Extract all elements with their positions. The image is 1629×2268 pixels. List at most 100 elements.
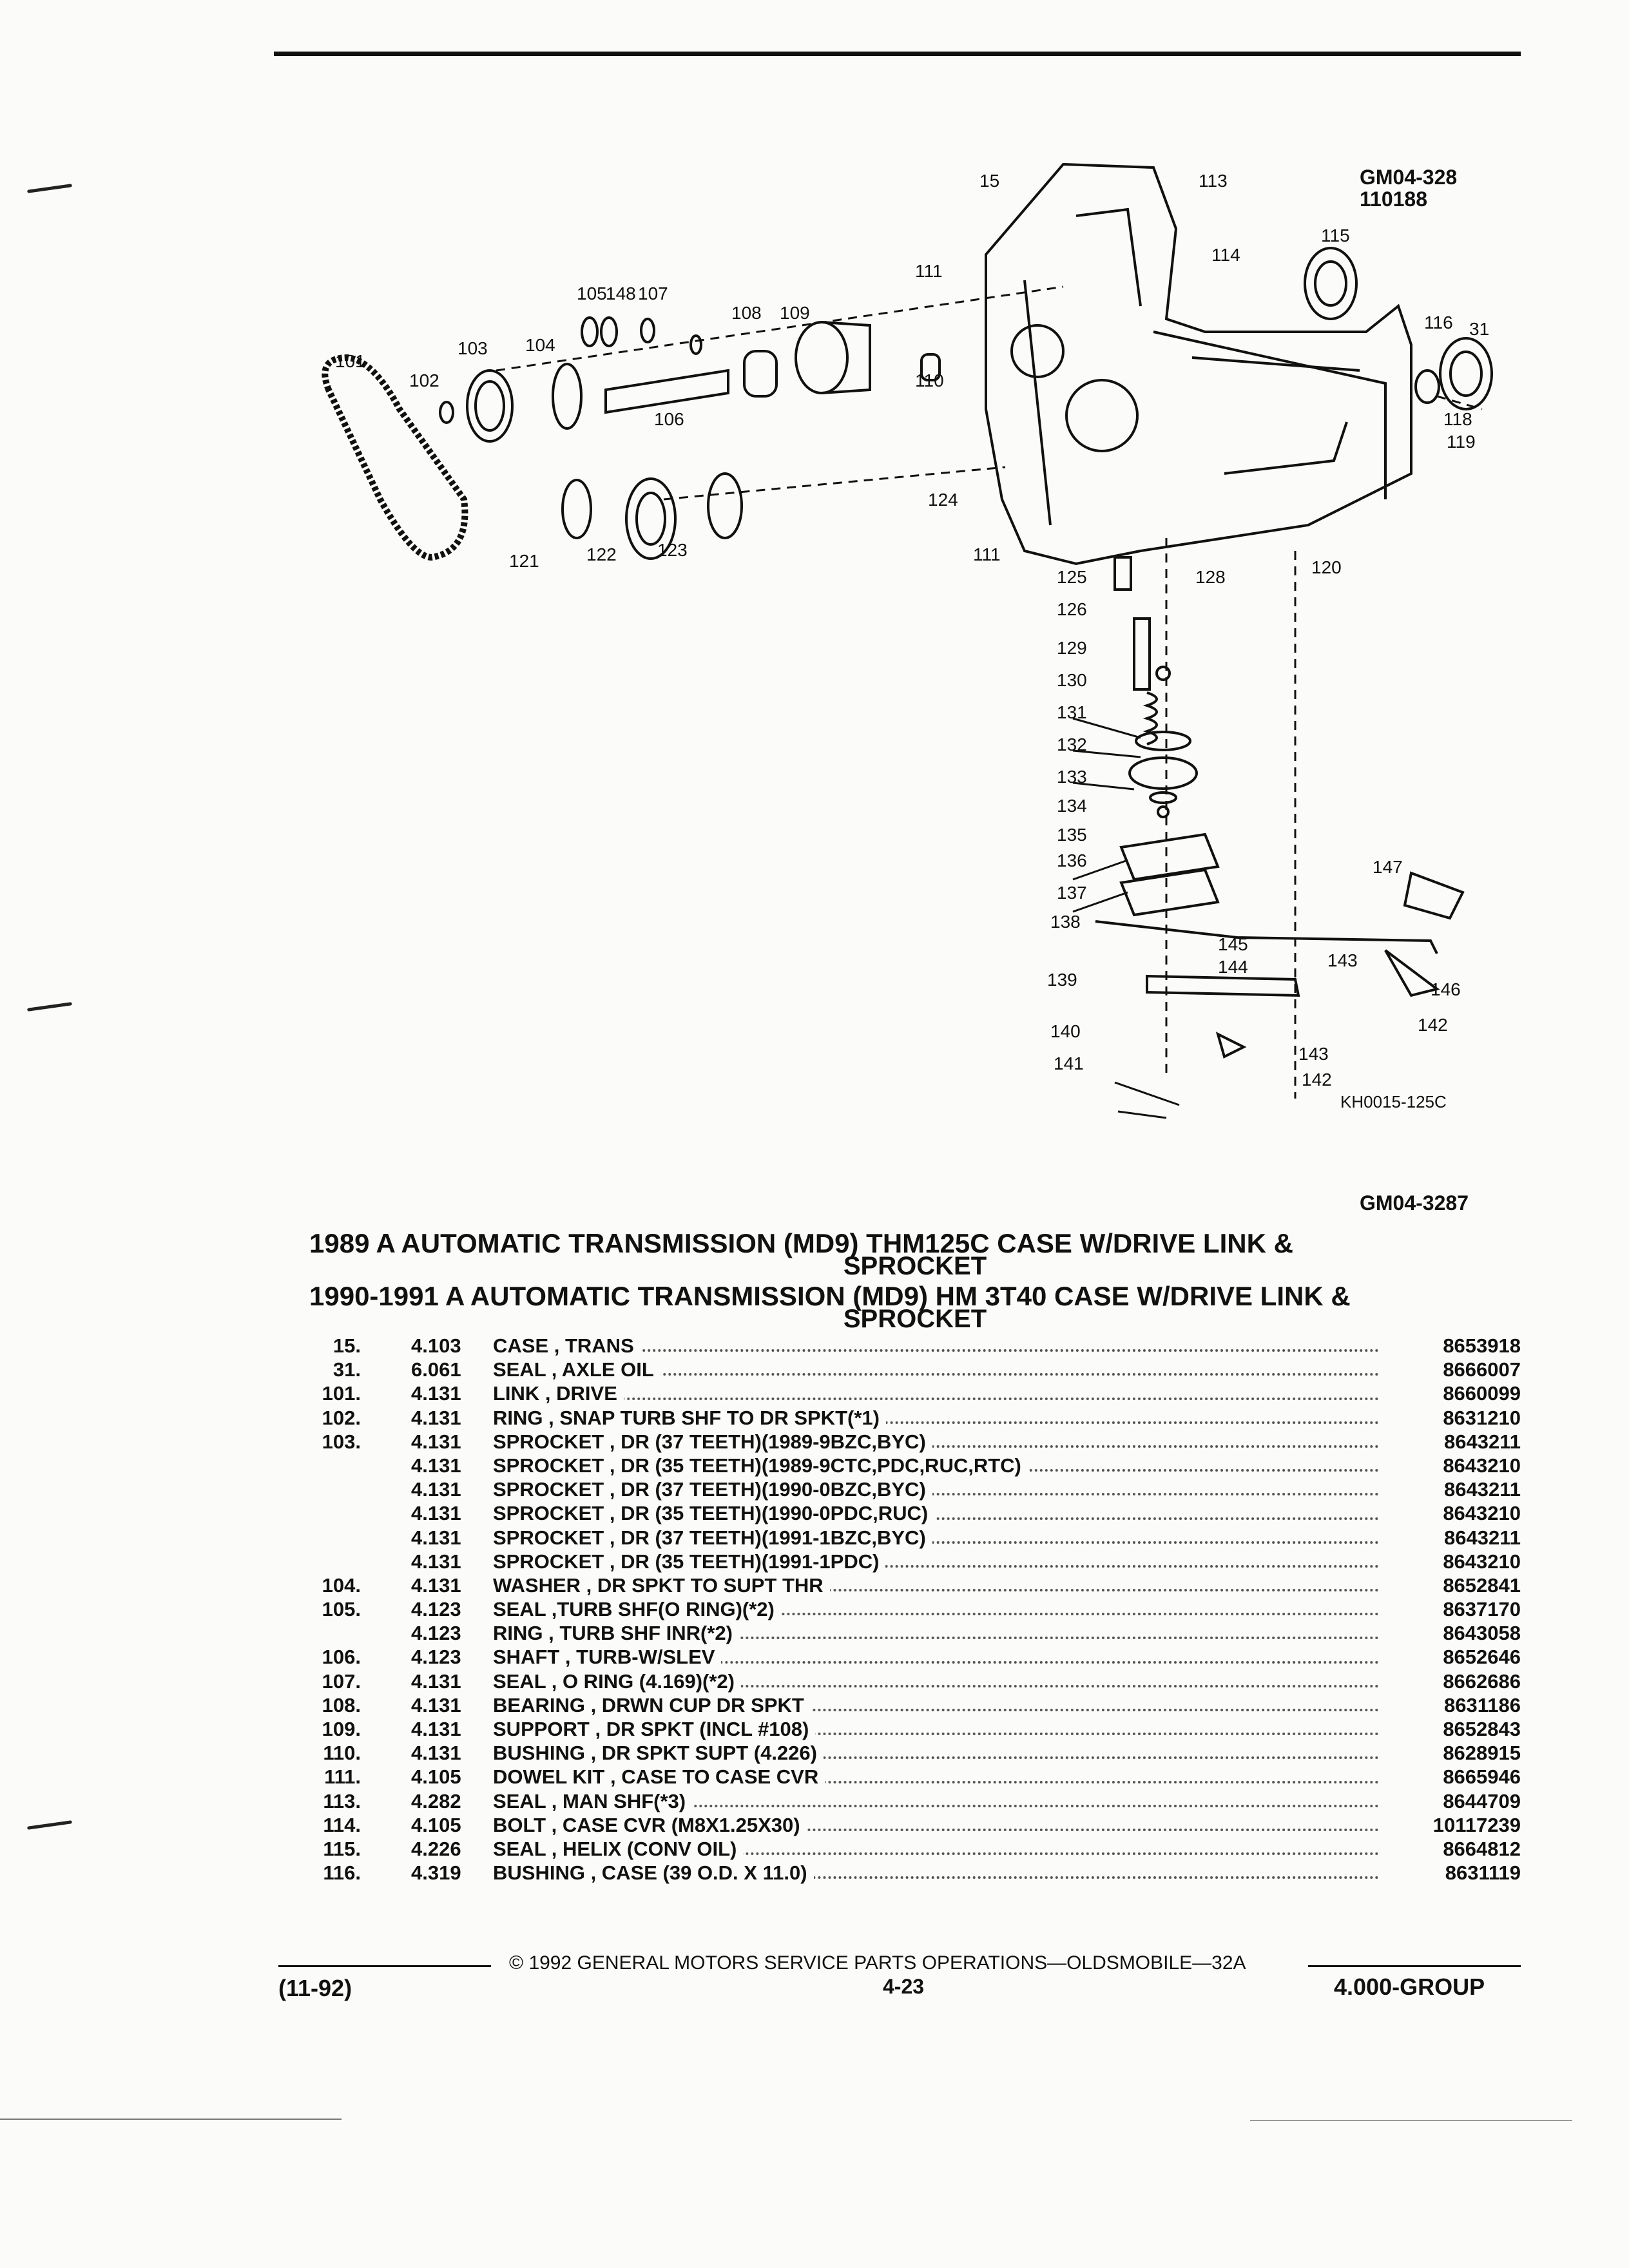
group-number: 4.131 xyxy=(411,1526,461,1549)
callout: 138 xyxy=(1050,912,1081,932)
callout: 121 xyxy=(509,551,539,571)
description-text: BUSHING , DR SPKT SUPT (4.226) xyxy=(493,1742,824,1765)
group-number: 4.131 xyxy=(411,1382,461,1405)
item-number: 104. xyxy=(322,1573,361,1597)
scan-rule xyxy=(1250,2120,1572,2121)
part-number: 8666007 xyxy=(1443,1358,1521,1381)
figure-id-bottom: GM04-3287 xyxy=(1360,1191,1469,1215)
callout: 135 xyxy=(1057,825,1087,845)
table-row: 4.131 SPROCKET , DR (35 TEETH)(1989-9CTC,… xyxy=(309,1454,1521,1477)
part-number: 8653918 xyxy=(1443,1334,1521,1357)
callout: 142 xyxy=(1302,1070,1332,1090)
callout: 142 xyxy=(1418,1015,1448,1035)
footer-rule-left xyxy=(278,1965,491,1967)
margin-mark xyxy=(26,1820,73,1830)
item-number: 102. xyxy=(322,1406,361,1429)
description-text: RING , SNAP TURB SHF TO DR SPKT(*1) xyxy=(493,1406,886,1429)
part-number: 8643211 xyxy=(1444,1478,1521,1501)
callout: 126 xyxy=(1057,599,1087,619)
top-rule xyxy=(274,52,1521,56)
group-number: 4.226 xyxy=(411,1837,461,1860)
item-number: 108. xyxy=(322,1693,361,1716)
title-line-sub: SPROCKET xyxy=(843,1252,987,1280)
case-housing xyxy=(985,162,1412,566)
group-number: 4.282 xyxy=(411,1789,461,1812)
callout: 129 xyxy=(1057,638,1087,658)
table-row: 102. 4.131 RING , SNAP TURB SHF TO DR SPKT… xyxy=(309,1406,1521,1430)
group-number: 4.131 xyxy=(411,1430,461,1453)
part-description: SHAFT , TURB-W/SLEV xyxy=(493,1645,1379,1669)
callout: 143 xyxy=(1327,950,1358,970)
margin-mark xyxy=(26,184,73,193)
part-number: 8665946 xyxy=(1443,1765,1521,1789)
callout: 145 xyxy=(1218,934,1248,954)
callout: 123 xyxy=(657,540,688,560)
item-number: 110. xyxy=(323,1742,361,1765)
callout: 108 xyxy=(731,303,762,323)
callout: 31 xyxy=(1469,319,1489,339)
group-number: 4.131 xyxy=(411,1573,461,1597)
item-number: 116. xyxy=(323,1861,361,1885)
part-description: RING , SNAP TURB SHF TO DR SPKT(*1) xyxy=(493,1406,1379,1430)
part-description: SPROCKET , DR (37 TEETH)(1989-9BZC,BYC) xyxy=(493,1430,1379,1454)
callout: 134 xyxy=(1057,796,1087,816)
part-description: CASE , TRANS xyxy=(493,1334,1379,1358)
group-number: 4.131 xyxy=(411,1406,461,1429)
group-number: 4.131 xyxy=(411,1693,461,1716)
callout: 128 xyxy=(1195,567,1226,587)
item-number: 103. xyxy=(322,1430,361,1453)
drawing-code: KH0015-125C xyxy=(1340,1092,1447,1111)
description-text: CASE , TRANS xyxy=(493,1334,641,1357)
part-description: SEAL , O RING (4.169)(*2) xyxy=(493,1669,1379,1693)
item-number: 31. xyxy=(333,1358,361,1381)
item-number: 107. xyxy=(322,1669,361,1693)
section-title-1990-1991: 1990-1991 A AUTOMATIC TRANSMISSION (MD9)… xyxy=(309,1283,1521,1332)
part-number: 8631210 xyxy=(1443,1406,1521,1429)
part-description: SPROCKET , DR (37 TEETH)(1991-1BZC,BYC) xyxy=(493,1526,1379,1550)
part-number: 8643210 xyxy=(1443,1502,1521,1525)
item-number: 113. xyxy=(323,1789,361,1812)
description-text: SPROCKET , DR (37 TEETH)(1990-0BZC,BYC) xyxy=(493,1478,932,1501)
description-text: BEARING , DRWN CUP DR SPKT xyxy=(493,1693,811,1716)
callout: 15 xyxy=(979,171,999,191)
description-text: SPROCKET , DR (35 TEETH)(1990-0PDC,RUC) xyxy=(493,1502,935,1525)
callout: 120 xyxy=(1311,557,1342,577)
description-text: SPROCKET , DR (35 TEETH)(1989-9CTC,PDC,R… xyxy=(493,1454,1028,1477)
footer-date: (11-92) xyxy=(278,1975,352,2001)
title-line: 1989 A AUTOMATIC TRANSMISSION (MD9) THM1… xyxy=(309,1228,1293,1258)
item-number: 109. xyxy=(322,1718,361,1740)
callout: 139 xyxy=(1047,970,1077,990)
description-text: RING , TURB SHF INR(*2) xyxy=(493,1622,739,1645)
table-row: 4.131 SPROCKET , DR (37 TEETH)(1990-0BZC,… xyxy=(309,1477,1521,1501)
part-number: 8652646 xyxy=(1443,1646,1521,1669)
description-text: BOLT , CASE CVR (M8X1.25X30) xyxy=(493,1813,807,1836)
part-description: LINK , DRIVE xyxy=(493,1381,1379,1405)
description-text: WASHER , DR SPKT TO SUPT THR xyxy=(493,1573,830,1597)
callout: 107 xyxy=(638,284,668,303)
description-text: SEAL , MAN SHF(*3) xyxy=(493,1789,693,1812)
item-number: 114. xyxy=(323,1813,361,1836)
group-number: 4.131 xyxy=(411,1478,461,1501)
callout: 111 xyxy=(915,261,943,281)
part-number: 8643058 xyxy=(1443,1622,1521,1645)
item-number: 106. xyxy=(322,1646,361,1669)
callout: 104 xyxy=(525,335,555,355)
figure-id-top: GM04-328 xyxy=(1360,166,1458,189)
part-description: SPROCKET , DR (35 TEETH)(1991-1PDC) xyxy=(493,1550,1379,1573)
item-number: 101. xyxy=(322,1382,361,1405)
linkage-rod xyxy=(1095,920,1438,954)
footer-group: 4.000-GROUP xyxy=(1334,1974,1485,2000)
group-number: 4.131 xyxy=(411,1454,461,1477)
part-description: RING , TURB SHF INR(*2) xyxy=(493,1621,1379,1645)
group-number: 4.105 xyxy=(411,1765,461,1789)
description-text: SEAL , AXLE OIL xyxy=(493,1358,660,1381)
footer-copyright: © 1992 GENERAL MOTORS SERVICE PARTS OPER… xyxy=(509,1952,1246,1974)
part-number: 8652843 xyxy=(1443,1718,1521,1740)
